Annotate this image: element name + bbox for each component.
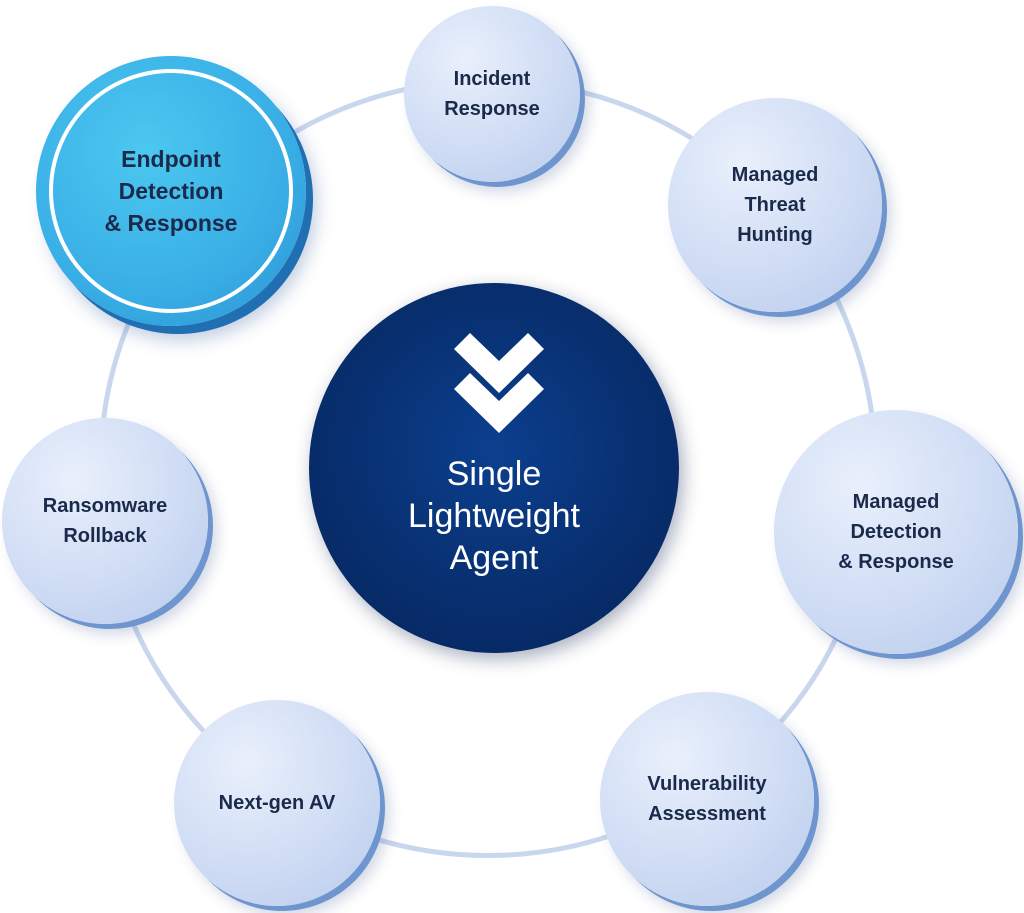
incident-response-label: Incident Response [444,68,540,120]
ransomware-rollback-label: Ransomware Rollback [42,495,168,547]
vulnerability-assessment-label: Vulnerability Assessment [647,773,767,825]
managed-threat-hunting-node[interactable]: Managed Threat Hunting [668,98,882,312]
hub-label: Single Lightweight Agent [407,455,580,577]
next-gen-av-label: Next-gen AV [218,792,336,814]
managed-detection-response-node[interactable]: Managed Detection & Response [774,410,1018,654]
endpoint-detection-response-label: Endpoint Detection & Response [104,146,238,236]
single-lightweight-agent-hub: Single Lightweight Agent [309,283,679,653]
ransomware-rollback-node[interactable]: Ransomware Rollback [2,418,208,624]
next-gen-av-node[interactable]: Next-gen AV [174,700,380,906]
endpoint-detection-response-node[interactable]: Endpoint Detection & Response [36,56,306,326]
managed-detection-response-label: Managed Detection & Response [838,491,954,573]
vulnerability-assessment-node[interactable]: Vulnerability Assessment [600,692,814,906]
double-chevron-down-icon [454,333,544,433]
incident-response-node[interactable]: Incident Response [404,6,580,182]
managed-threat-hunting-label: Managed Threat Hunting [731,164,819,246]
